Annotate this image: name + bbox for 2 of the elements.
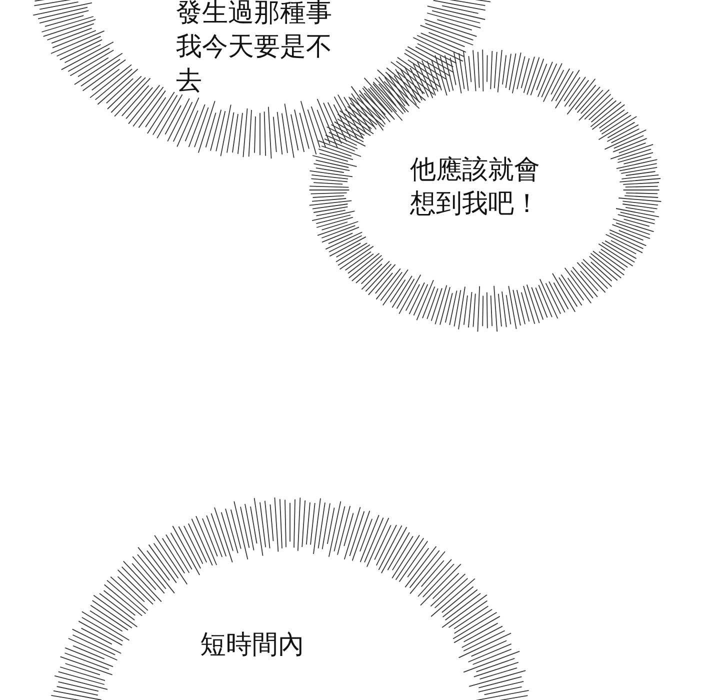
bubble-text: 他應該就會想到我吧！ <box>410 154 541 221</box>
bubble-text: 短時間內 <box>200 629 305 662</box>
